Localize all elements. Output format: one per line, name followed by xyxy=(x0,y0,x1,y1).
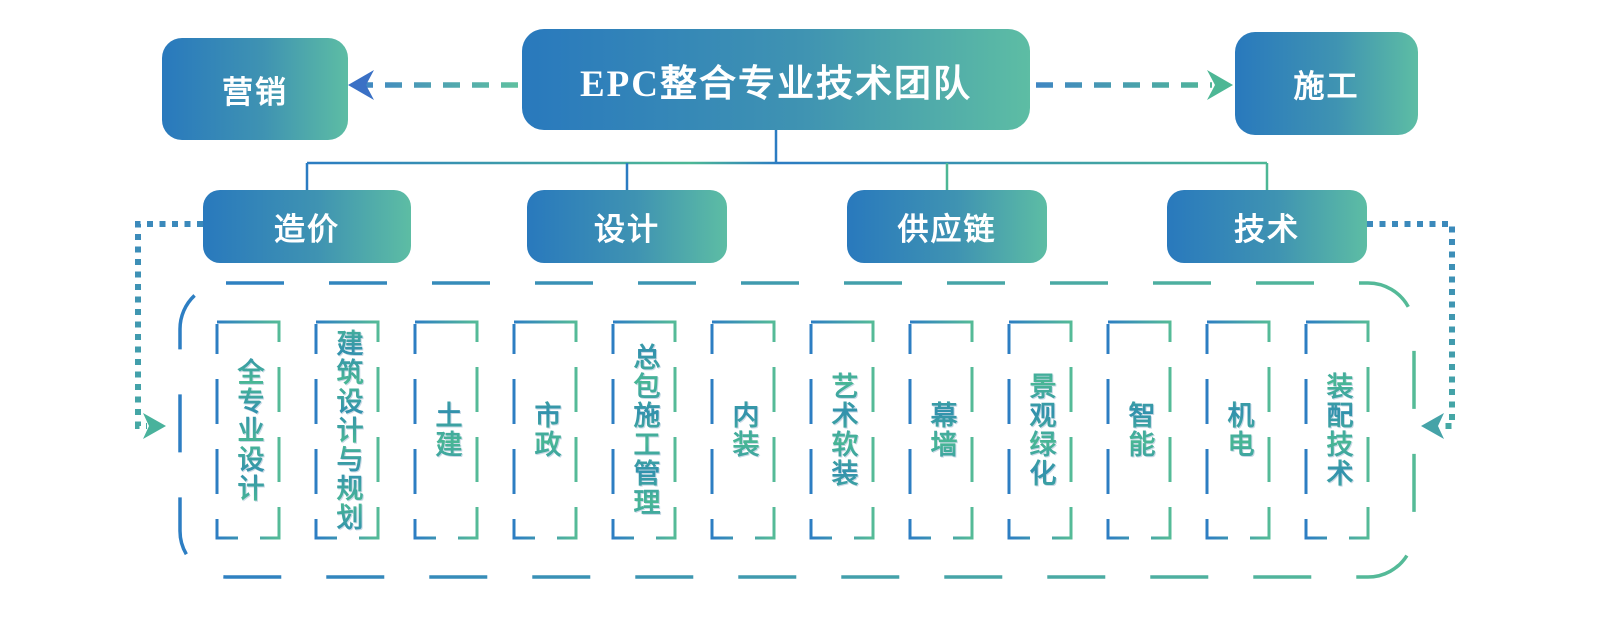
tree-connector xyxy=(305,130,1269,190)
specialty-item-prefab-technology: 装配技术 xyxy=(1306,322,1368,538)
dotted-loop-right xyxy=(1367,221,1455,439)
specialty-item-full-discipline-design: 全专业设计 xyxy=(217,322,279,538)
specialty-box-borders xyxy=(215,320,1370,540)
branch-design-label: 设计 xyxy=(594,212,660,247)
root-node-label: EPC整合专业技术团队 xyxy=(580,63,972,105)
arrowhead-left-icon xyxy=(348,70,374,100)
specialty-item-municipal: 市政 xyxy=(514,322,576,538)
specialties-container-border xyxy=(178,281,1416,579)
branch-technology-label: 技术 xyxy=(1234,212,1300,247)
specialty-item-civil-works: 土建 xyxy=(415,322,477,538)
dashed-arrow-to-marketing xyxy=(348,70,518,100)
specialty-item-landscape-greening: 景观绿化 xyxy=(1009,322,1071,538)
arrowhead-dotted-right-icon xyxy=(1421,413,1444,439)
branch-node-cost: 造价 xyxy=(203,190,411,263)
arrowhead-dotted-left-icon xyxy=(143,413,166,439)
specialty-item-curtain-wall: 幕墙 xyxy=(910,322,972,538)
specialty-item-mechanical-electrical: 机电 xyxy=(1207,322,1269,538)
branch-node-supply-chain: 供应链 xyxy=(847,190,1047,263)
root-node: EPC整合专业技术团队 xyxy=(522,29,1030,130)
dashed-arrow-to-construction xyxy=(1036,70,1233,100)
branch-node-technology: 技术 xyxy=(1167,190,1367,263)
branch-supply-chain-label: 供应链 xyxy=(897,212,997,247)
arrowhead-right-icon xyxy=(1207,70,1233,100)
branch-cost-label: 造价 xyxy=(274,212,340,247)
marketing-node: 营销 xyxy=(162,38,348,140)
branch-node-design: 设计 xyxy=(527,190,727,263)
construction-node: 施工 xyxy=(1235,32,1418,135)
specialty-item-general-contracting-management: 总包施工管理 xyxy=(613,322,675,538)
marketing-node-label: 营销 xyxy=(222,74,288,110)
specialty-item-interior: 内装 xyxy=(712,322,774,538)
specialty-item-art-soft-furnishing: 艺术软装 xyxy=(811,322,873,538)
specialty-item-intelligent: 智能 xyxy=(1108,322,1170,538)
dotted-loop-left xyxy=(135,221,203,439)
construction-node-label: 施工 xyxy=(1293,69,1360,104)
specialty-item-architectural-design-planning: 建筑设计与规划 xyxy=(316,322,378,538)
